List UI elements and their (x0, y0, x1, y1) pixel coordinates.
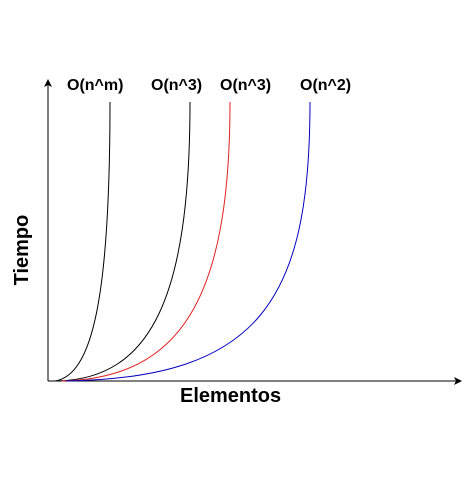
curve-label-n-m: O(n^m) (67, 77, 124, 94)
x-axis-label: Elementos (180, 385, 282, 407)
curve-label-n-3-black: O(n^3) (151, 77, 203, 94)
curve-label-n-2: O(n^2) (300, 77, 352, 94)
curve-n-2 (65, 101, 311, 382)
curve-n-3-black (57, 101, 191, 382)
curve-label-n-3-red: O(n^3) (220, 77, 272, 94)
curve-n-m (54, 101, 111, 382)
y-axis-label: Tiempo (11, 214, 33, 286)
curve-n-3-red (61, 101, 231, 382)
